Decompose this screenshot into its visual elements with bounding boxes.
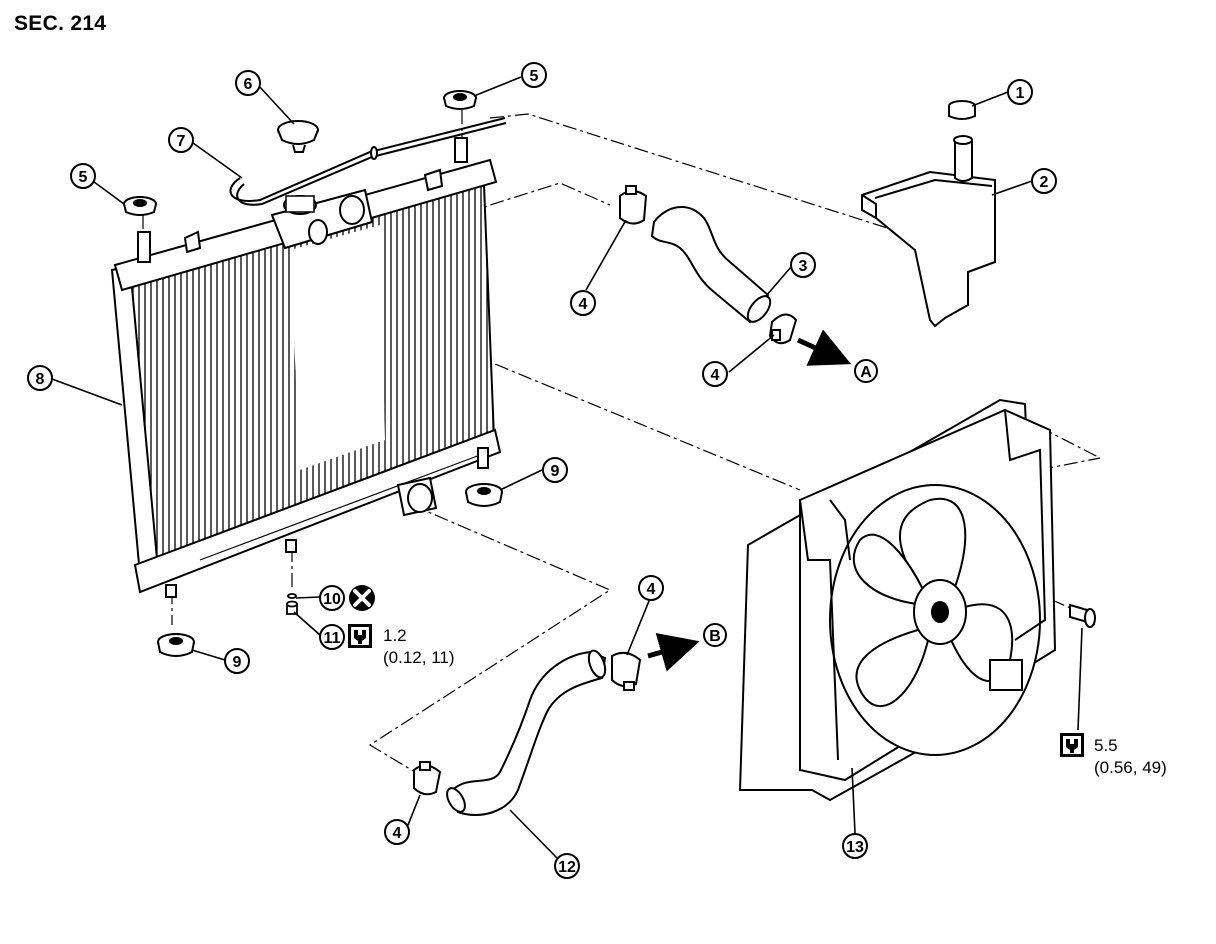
torque-value: 5.5: [1094, 736, 1118, 755]
do-not-reuse-icon: [349, 585, 375, 611]
svg-text:2: 2: [1040, 174, 1049, 191]
torque-value: 1.2: [383, 626, 407, 645]
callout-2: 2: [1031, 168, 1057, 194]
hose-clamp-lower-2: [413, 761, 442, 796]
callout-5-top: 5: [521, 62, 547, 88]
torque-wrench-icon: [348, 624, 372, 648]
svg-text:7: 7: [177, 133, 186, 150]
callout-8: 8: [27, 365, 53, 391]
callout-12: 12: [554, 853, 580, 879]
callout-7: 7: [168, 127, 194, 153]
torque-spec-shroud-bolt: 5.5 (0.56, 49): [1094, 735, 1167, 779]
svg-text:3: 3: [799, 258, 808, 275]
callout-13: 13: [842, 833, 868, 859]
callout-4-upper-clamp: 4: [570, 290, 596, 316]
svg-text:B: B: [709, 628, 721, 645]
callout-9-right: 9: [542, 457, 568, 483]
callout-11: 11: [319, 624, 345, 650]
svg-text:9: 9: [551, 463, 560, 480]
reservoir-cap: [948, 100, 976, 120]
callout-4-lower-clamp-2: 4: [384, 819, 410, 845]
svg-text:1: 1: [1016, 85, 1025, 102]
callout-6: 6: [235, 70, 261, 96]
svg-text:13: 13: [846, 839, 864, 856]
arrow-to-a: [796, 329, 852, 366]
fan-shroud-bolt: [1069, 603, 1096, 628]
svg-text:A: A: [860, 364, 872, 381]
svg-text:4: 4: [711, 367, 720, 384]
mounting-rubber-left: [123, 196, 157, 216]
svg-text:8: 8: [36, 371, 45, 388]
svg-text:6: 6: [244, 76, 253, 93]
svg-text:4: 4: [579, 296, 588, 313]
svg-text:12: 12: [558, 859, 576, 876]
svg-text:4: 4: [647, 581, 656, 598]
arrow-to-b: [647, 633, 700, 672]
callout-1: 1: [1007, 79, 1033, 105]
overflow-hose: [229, 117, 507, 206]
hose-clamp-lower-1: [611, 651, 642, 691]
torque-units: (0.56, 49): [1094, 758, 1167, 777]
torque-spec-drain-plug: 1.2 (0.12, 11): [383, 625, 455, 669]
svg-text:5: 5: [79, 169, 88, 186]
section-title: SEC. 214: [14, 12, 107, 35]
torque-units: (0.12, 11): [383, 648, 455, 667]
callout-4-upper-clamp-2: 4: [702, 361, 728, 387]
leader-lines: [51, 76, 1083, 859]
radiator: [110, 137, 502, 598]
svg-text:10: 10: [323, 591, 341, 608]
svg-text:9: 9: [233, 654, 242, 671]
callout-3: 3: [790, 252, 816, 278]
svg-text:5: 5: [530, 68, 539, 85]
callout-4-lower-clamp: 4: [638, 575, 664, 601]
cooling-fan-shroud: [738, 398, 1057, 802]
svg-text:4: 4: [393, 825, 402, 842]
mounting-rubber-top: [443, 90, 477, 110]
radiator-cap: [277, 120, 319, 153]
upper-radiator-hose: [650, 205, 772, 324]
svg-text:11: 11: [324, 630, 341, 647]
callout-10: 10: [319, 585, 345, 611]
torque-wrench-icon: [1060, 733, 1084, 757]
hose-clamp-upper-2: [768, 313, 798, 345]
lower-radiator-hose: [446, 649, 607, 816]
mounting-rubber-lower-left: [157, 633, 195, 657]
reservoir-tank: [861, 135, 996, 328]
callout-9-left: 9: [224, 648, 250, 674]
mounting-rubber-lower-right: [465, 483, 503, 507]
marker-a: A: [854, 359, 878, 383]
marker-b: B: [703, 623, 727, 647]
callout-5-left: 5: [70, 163, 96, 189]
